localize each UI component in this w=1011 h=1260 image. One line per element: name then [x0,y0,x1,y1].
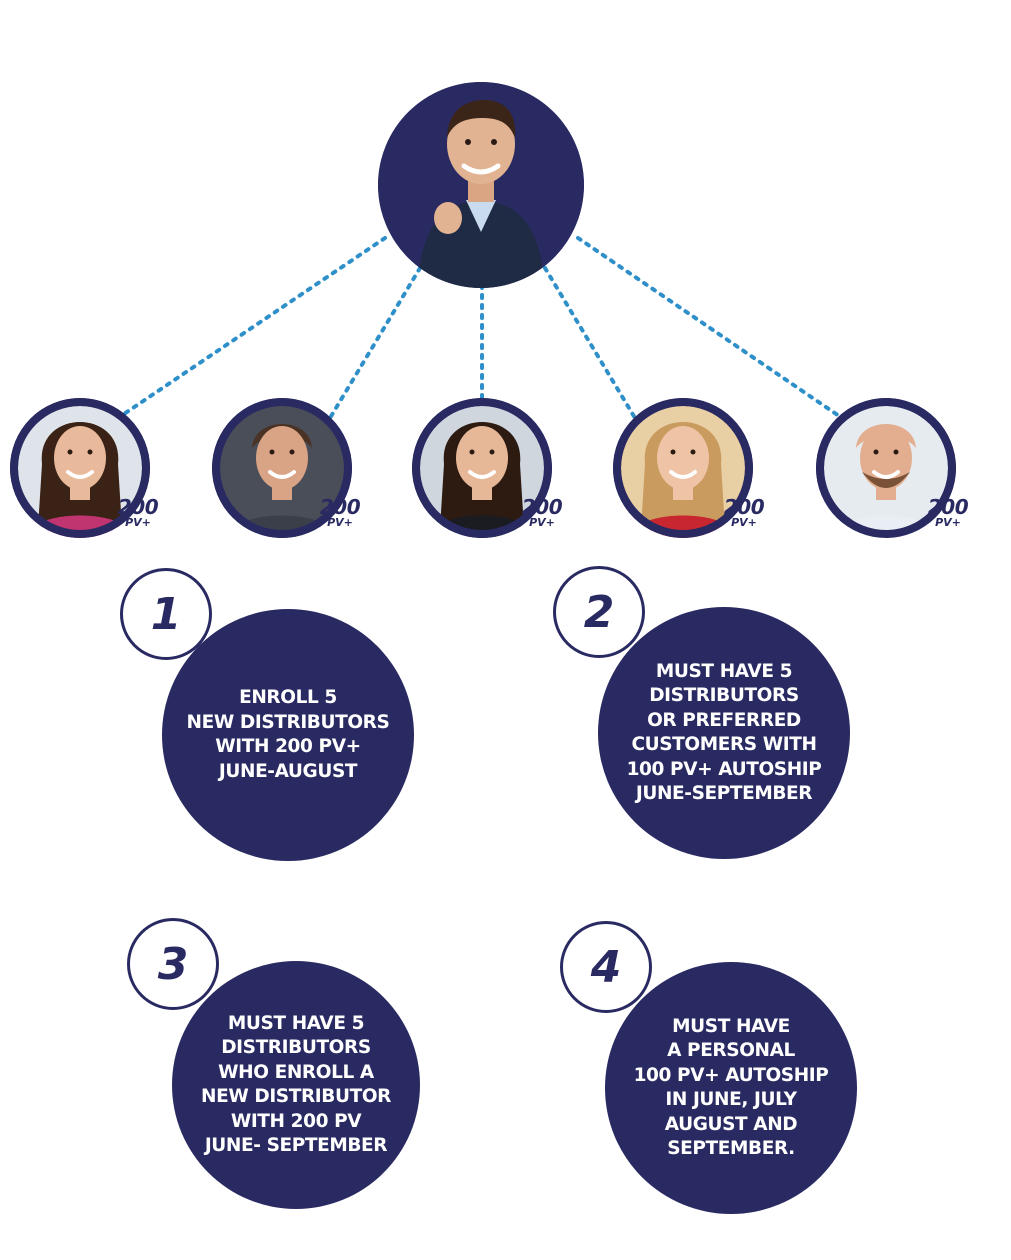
woman-photo-icon [10,398,150,538]
step-circle: MUST HAVE 5 DISTRIBUTORS WHO ENROLL A NE… [172,961,420,1209]
pv-unit: PV+ [327,516,353,529]
pv-unit: PV+ [935,516,961,529]
step-number-badge: 1 [120,568,212,660]
step-number-badge: 3 [127,918,219,1010]
step-text: MUST HAVE A PERSONAL 100 PV+ AUTOSHIP IN… [633,1015,829,1160]
pv-unit: PV+ [125,516,151,529]
step-circle: MUST HAVE A PERSONAL 100 PV+ AUTOSHIP IN… [605,962,857,1214]
connector-line-2 [328,266,422,420]
pv-amount: 200 [117,495,159,519]
step-number: 3 [157,938,189,990]
woman-photo-icon [412,398,552,538]
connector-line-1 [116,236,387,420]
step-number: 4 [590,941,622,993]
pv-amount: 200 [319,495,361,519]
step-number-badge: 4 [560,921,652,1013]
step-text: MUST HAVE 5 DISTRIBUTORS WHO ENROLL A NE… [201,1012,391,1157]
step-number: 1 [150,588,182,640]
pv-amount: 200 [521,495,563,519]
member-avatar [412,398,552,538]
woman-photo-icon [613,398,753,538]
leader-avatar [378,82,584,288]
step-circle: MUST HAVE 5 DISTRIBUTORS OR PREFERRED CU… [598,607,850,859]
man-photo-icon [816,398,956,538]
member-avatar [212,398,352,538]
step-circle: ENROLL 5 NEW DISTRIBUTORS WITH 200 PV+ J… [162,609,414,861]
man-photo-icon [212,398,352,538]
member-avatar [613,398,753,538]
pv-amount: 200 [927,495,969,519]
step-text: MUST HAVE 5 DISTRIBUTORS OR PREFERRED CU… [626,660,822,805]
step-number: 2 [583,586,615,638]
member-avatar [816,398,956,538]
leader-photo-icon [378,82,584,288]
member-avatar [10,398,150,538]
step-number-badge: 2 [553,566,645,658]
step-text: ENROLL 5 NEW DISTRIBUTORS WITH 200 PV+ J… [186,687,390,782]
pv-amount: 200 [723,495,765,519]
pv-unit: PV+ [529,516,555,529]
pv-unit: PV+ [731,516,757,529]
connector-line-5 [576,236,844,420]
connector-line-4 [543,266,637,420]
